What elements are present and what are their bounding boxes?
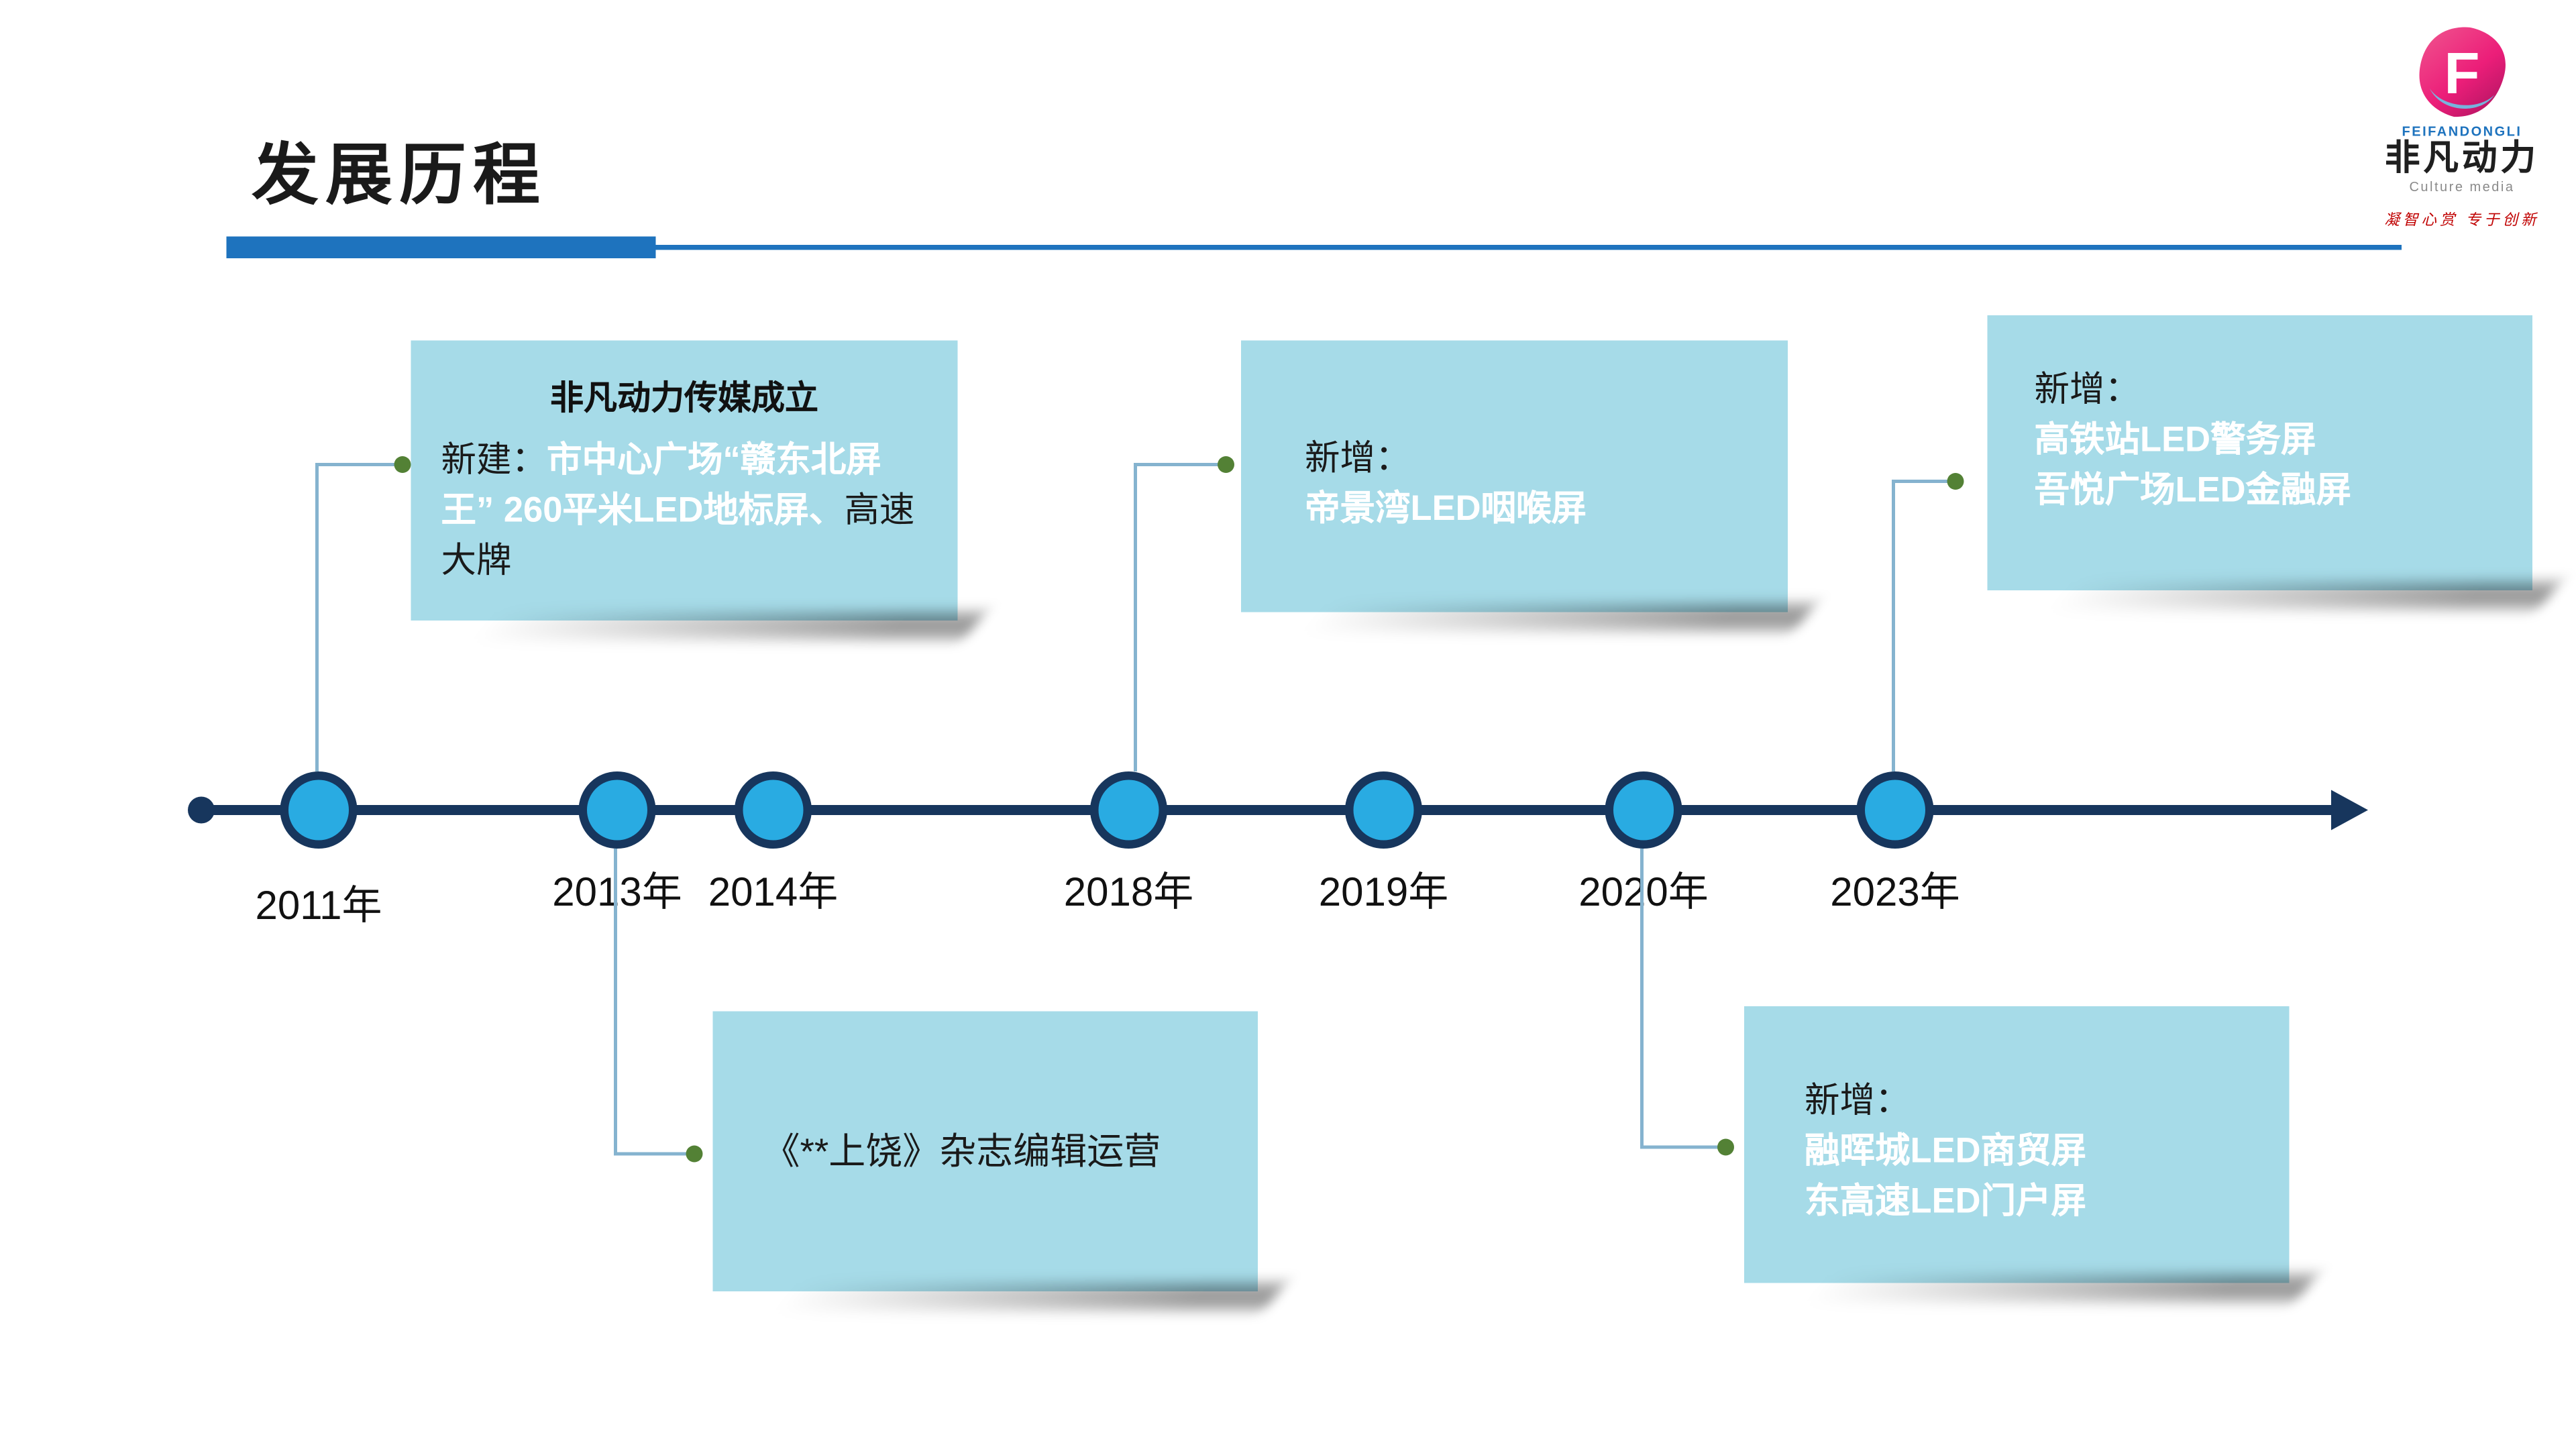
callout-2011-body: 新建：市中心广场“赣东北屏王” 260平米LED地标屏、高速大牌 <box>441 436 928 586</box>
callout-2018-line1: 帝景湾LED咽喉屏 <box>1305 489 1587 529</box>
title-underline <box>226 235 2402 258</box>
timeline-axis <box>198 805 2337 815</box>
connector-2023-vertical <box>1892 481 1895 771</box>
callout-2023-line1: 高铁站LED警务屏 <box>2034 421 2316 460</box>
connector-2011-vertical <box>315 464 319 771</box>
callout-2011: 非凡动力传媒成立 新建：市中心广场“赣东北屏王” 260平米LED地标屏、高速大… <box>411 340 958 621</box>
callout-2020-prefix: 新增： <box>1805 1081 1911 1121</box>
connector-2018-dot <box>1218 456 1234 473</box>
year-label-2019: 2019年 <box>1318 870 1449 916</box>
callout-2023-line2: 吾悦广场LED金融屏 <box>2034 470 2352 510</box>
year-label-2011: 2011年 <box>255 883 382 930</box>
timeline-node-2014 <box>735 771 812 849</box>
callout-2013-text: 《**上饶》杂志编辑运营 <box>763 1130 1161 1173</box>
logo-slogan: 凝智心赏 专于创新 <box>2384 211 2540 229</box>
logo-f-icon: F <box>2419 27 2506 117</box>
timeline-node-2020 <box>1605 771 1682 849</box>
year-label-2014: 2014年 <box>708 870 839 916</box>
year-label-2023: 2023年 <box>1830 870 1960 916</box>
connector-2023-horizontal <box>1892 480 1954 483</box>
connector-2013-dot <box>686 1145 703 1163</box>
connector-2020-vertical <box>1640 849 1644 1147</box>
connector-2020-dot <box>1717 1138 1734 1156</box>
callout-2020-line1: 融晖城LED商贸屏 <box>1805 1132 2086 1171</box>
callout-2011-highlight: 市中心广场“赣东北屏王” 260平米LED地标屏、 <box>441 441 881 530</box>
callout-2023-prefix: 新增： <box>2034 370 2141 410</box>
connector-2011-dot <box>394 456 411 473</box>
company-logo: F FEIFANDONGLI 非凡动力 Culture media 凝智心赏 专… <box>2361 23 2563 230</box>
timeline-arrowhead-icon <box>2331 790 2368 830</box>
callout-2023: 新增： 高铁站LED警务屏 吾悦广场LED金融屏 <box>1987 315 2532 590</box>
callout-2018: 新增： 帝景湾LED咽喉屏 <box>1241 340 1788 612</box>
logo-tagline: Culture media <box>2409 179 2515 195</box>
year-label-2020: 2020年 <box>1543 859 1744 918</box>
callout-2011-suffix: 高速大牌 <box>441 491 915 580</box>
callout-2011-title: 非凡动力传媒成立 <box>550 380 818 418</box>
callout-2018-prefix: 新增： <box>1305 439 1411 478</box>
page-title: 发展历程 <box>252 139 547 213</box>
logo-brand-cn: 非凡动力 <box>2385 139 2539 178</box>
connector-2023-dot <box>1947 473 1964 490</box>
connector-2013-horizontal <box>614 1152 693 1156</box>
callout-2013: 《**上饶》杂志编辑运营 <box>712 1011 1258 1291</box>
title-underline-thin <box>655 244 2402 250</box>
logo-brand-en: FEIFANDONGLI <box>2402 124 2522 140</box>
connector-2020-horizontal <box>1640 1145 1724 1149</box>
svg-text:F: F <box>2444 41 2479 106</box>
callout-2020-line2: 东高速LED门户屏 <box>1805 1181 2086 1221</box>
connector-2018-horizontal <box>1134 463 1223 466</box>
callout-2011-prefix: 新建： <box>441 441 547 480</box>
title-underline-thick <box>226 235 656 258</box>
callout-2020: 新增： 融晖城LED商贸屏 东高速LED门户屏 <box>1744 1006 2290 1283</box>
timeline-node-2011 <box>280 771 358 849</box>
timeline-node-2018 <box>1090 771 1167 849</box>
connector-2018-vertical <box>1134 464 1137 771</box>
timeline-node-2023 <box>1856 771 1934 849</box>
year-label-2018: 2018年 <box>1063 870 1194 916</box>
timeline-node-2013 <box>578 771 656 849</box>
timeline-node-2019 <box>1345 771 1422 849</box>
connector-2011-horizontal <box>315 463 399 466</box>
connector-2013-vertical <box>614 849 617 1154</box>
